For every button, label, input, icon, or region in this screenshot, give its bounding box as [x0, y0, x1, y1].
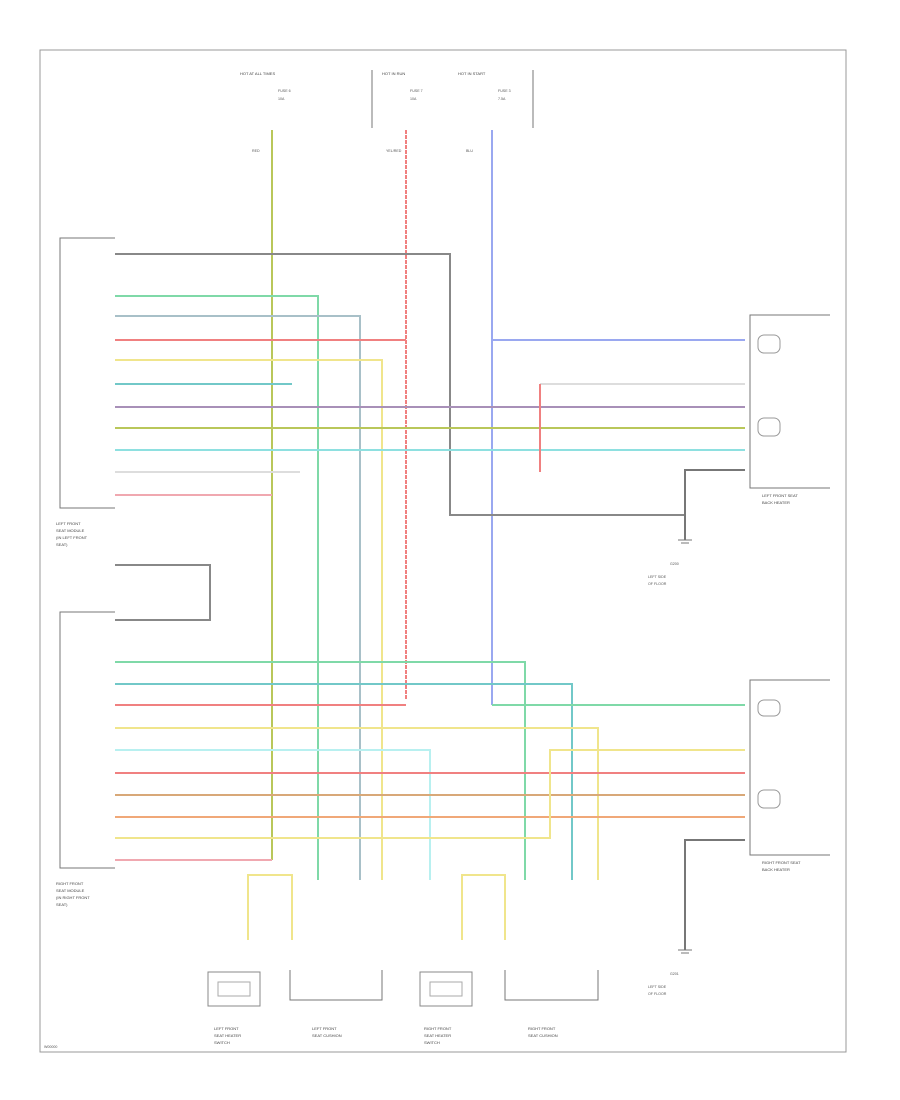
- right-switch-caption-3: SWITCH: [424, 1040, 440, 1045]
- ground-caption-1b: OF FLOOR: [648, 582, 667, 586]
- left-seat-back-heater-caption-1: LEFT FRONT SEAT: [762, 493, 798, 498]
- wire-ground-lower: [115, 564, 211, 621]
- wire-tag-1: RED: [252, 149, 260, 153]
- wire-switch-right-yellow: [461, 874, 506, 940]
- left-cushion-element-icon: [757, 417, 781, 437]
- left-seat-heater-switch: [207, 971, 261, 1007]
- wire-lower-yellow: [115, 727, 599, 880]
- right-switch-icon: [429, 981, 463, 997]
- right-seat-heater-switch: [419, 971, 473, 1007]
- wire-ground-right-heater: [684, 839, 745, 950]
- right-switch-caption-1: RIGHT FRONT: [424, 1026, 452, 1031]
- left-switch-caption-2: SEAT HEATER: [214, 1033, 241, 1038]
- left-seat-cushion-caption-1: LEFT FRONT: [312, 1026, 337, 1031]
- power-label-left: HOT AT ALL TIMES: [240, 71, 275, 76]
- ground-caption-1a: LEFT SIDE: [648, 575, 667, 579]
- right-cushion-element-icon: [757, 789, 781, 809]
- wire-lower-teal: [115, 683, 573, 880]
- ground-caption-2a: LEFT SIDE: [648, 985, 667, 989]
- left-seat-cushion-caption-2: SEAT CUSHION: [312, 1033, 342, 1038]
- right-seat-back-heater-box: [749, 679, 830, 856]
- left-seat-back-heater-caption-2: BACK HEATER: [762, 500, 790, 505]
- left-seat-back-heater-box: [749, 314, 830, 489]
- left-module-caption-4: SEAT): [56, 542, 68, 547]
- right-heater-element-icon: [757, 699, 781, 717]
- fuse-rating-2: 10A: [410, 97, 417, 101]
- right-seat-cushion-caption-1: RIGHT FRONT: [528, 1026, 556, 1031]
- power-label-mid-a: HOT IN RUN: [382, 71, 405, 76]
- left-switch-caption-1: LEFT FRONT: [214, 1026, 239, 1031]
- wire-green-yellow: [115, 295, 319, 880]
- wire-lower-light-teal: [115, 749, 431, 880]
- right-seat-cushion-box: [504, 970, 599, 1001]
- wire-switch-left-yellow: [247, 874, 293, 940]
- right-switch-caption-2: SEAT HEATER: [424, 1033, 451, 1038]
- left-module-caption-2: SEAT MODULE: [56, 528, 85, 533]
- right-module-caption-2: SEAT MODULE: [56, 888, 85, 893]
- right-module-caption-4: SEAT): [56, 902, 68, 907]
- left-module-caption-1: LEFT FRONT: [56, 521, 81, 526]
- left-switch-caption-3: SWITCH: [214, 1040, 230, 1045]
- fuse-label-2: FUSE 7: [410, 89, 423, 93]
- fuse-label-1: FUSE 6: [278, 89, 291, 93]
- wire-ground-left-heater: [684, 469, 745, 540]
- left-switch-icon: [217, 981, 251, 997]
- ground-caption-2b: OF FLOOR: [648, 992, 667, 996]
- wire-tag-3: BLU: [466, 149, 473, 153]
- left-heater-element-icon: [757, 334, 781, 354]
- left-lower-module-box: [59, 611, 115, 869]
- wire-tag-2: YEL/RED: [386, 149, 402, 153]
- ground-label-2: G201: [670, 972, 679, 976]
- fuse-label-3: FUSE 3: [498, 89, 511, 93]
- wire-lower-green: [115, 661, 526, 880]
- right-module-caption-3: (IN RIGHT FRONT: [56, 895, 90, 900]
- left-module-box: [59, 237, 115, 509]
- right-seat-back-heater-caption-2: BACK HEATER: [762, 867, 790, 872]
- left-module-caption-3: (IN LEFT FRONT: [56, 535, 88, 540]
- fuse-rating-3: 7.5A: [498, 97, 506, 101]
- ground-label-1: G200: [670, 562, 679, 566]
- wire-yellow-black: [115, 359, 383, 880]
- wire-lower-yellow-2: [115, 749, 745, 839]
- power-label-mid-b: HOT IN START: [458, 71, 486, 76]
- wire-blue-yellow: [115, 315, 361, 880]
- right-seat-cushion-caption-2: SEAT CUSHION: [528, 1033, 558, 1038]
- fuse-rating-1: 10A: [278, 97, 285, 101]
- left-seat-cushion-box: [289, 970, 383, 1001]
- wire-ground-left: [115, 253, 685, 516]
- footer-id: W00000: [44, 1045, 57, 1049]
- right-module-caption-1: RIGHT FRONT: [56, 881, 84, 886]
- diagram-frame: [39, 49, 847, 1053]
- right-seat-back-heater-caption-1: RIGHT FRONT SEAT: [762, 860, 801, 865]
